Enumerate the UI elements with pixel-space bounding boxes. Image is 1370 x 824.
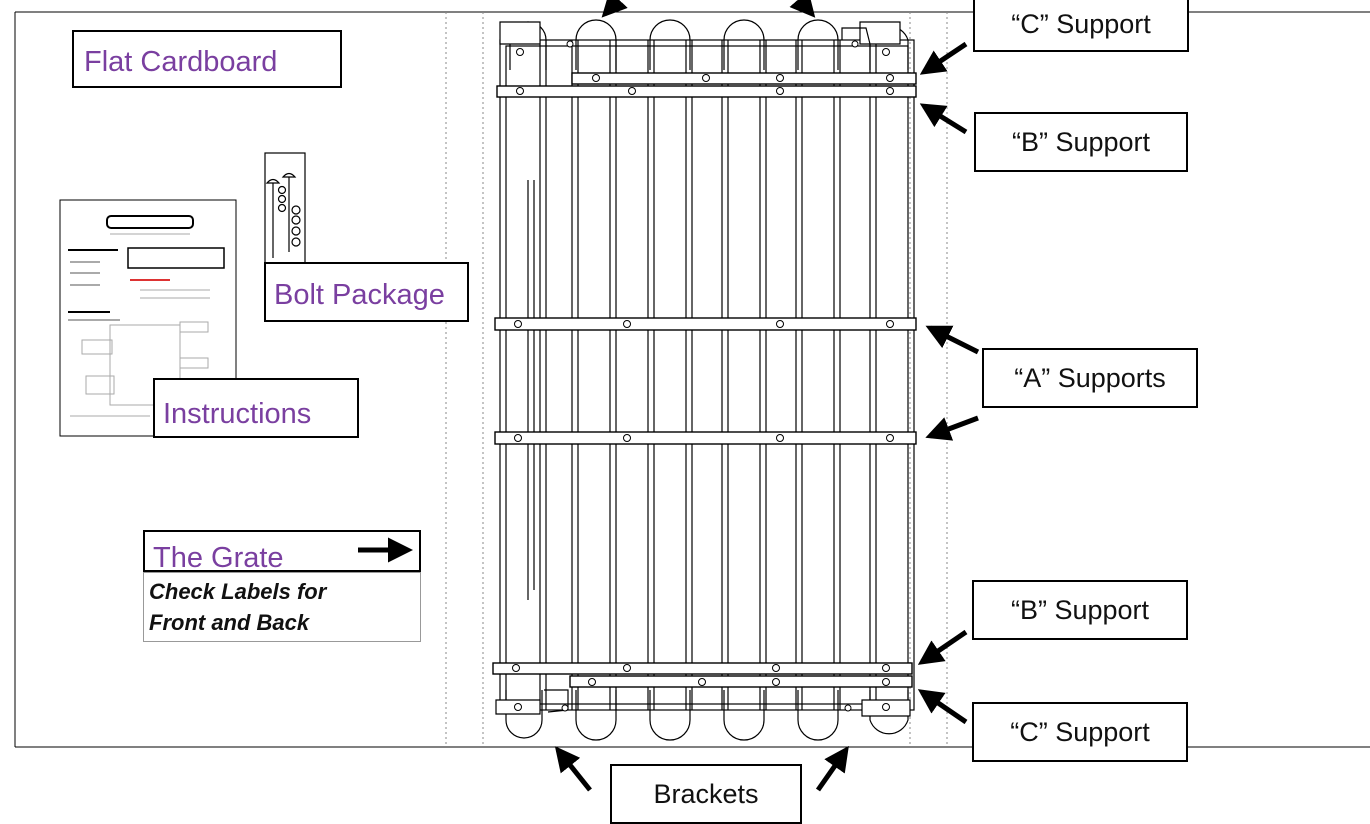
c-support-bottom-label: “C” Support (972, 702, 1188, 762)
instructions-label-box: Instructions (153, 378, 359, 438)
a-support-2 (494, 431, 917, 445)
a-supports-label: “A” Supports (982, 348, 1198, 408)
b-support-top-label: “B” Support (974, 112, 1188, 172)
grate (492, 19, 917, 741)
bolts (512, 40, 894, 712)
flat-cardboard-label-box: Flat Cardboard (72, 30, 342, 88)
bolt-package-drawing (264, 152, 306, 264)
c-support-top (571, 72, 917, 85)
arrow-brackets-right (815, 745, 849, 792)
b-support-bottom-text: “B” Support (1010, 594, 1150, 625)
the-grate-label: The Grate (153, 542, 284, 574)
brackets (495, 21, 911, 717)
arrow-top-right (789, 0, 816, 18)
arrow-a-support-2 (925, 415, 979, 441)
arrow-a-support-1 (925, 325, 980, 355)
b-support-bottom (492, 662, 913, 675)
a-supports-text: “A” Supports (1014, 362, 1166, 393)
bolt-package-label: Bolt Package (274, 279, 445, 311)
grate-note-line1: Check Labels for (149, 579, 327, 604)
grate-note-line2: Front and Back (149, 610, 310, 635)
cardboard-fold-lines (445, 12, 948, 747)
arrow-b-support-top (919, 103, 968, 135)
c-support-bottom (569, 675, 913, 688)
arrow-c-support-top (919, 41, 968, 75)
c-support-top-label: “C” Support (973, 0, 1189, 52)
brackets-text: Brackets (653, 778, 759, 809)
brackets-label: Brackets (610, 764, 802, 824)
bolt-package-label-box: Bolt Package (264, 262, 469, 322)
c-support-top-text: “C” Support (1011, 8, 1151, 39)
the-grate-label-box: The Grate (143, 530, 421, 574)
grate-loops-bottom (505, 690, 909, 741)
arrows (358, 0, 980, 792)
arrow-top-left (601, 0, 628, 18)
instructions-label: Instructions (163, 398, 312, 430)
a-support-1 (494, 317, 917, 331)
arrow-c-support-bottom (917, 689, 968, 725)
b-support-bottom-label: “B” Support (972, 580, 1188, 640)
b-support-top-text: “B” Support (1011, 126, 1151, 157)
arrow-b-support-bottom (917, 629, 968, 665)
supports (492, 72, 917, 688)
grate-note-box: Check Labels for Front and Back (143, 572, 421, 642)
b-support-top (496, 85, 917, 98)
arrow-brackets-left (554, 746, 592, 792)
c-support-bottom-text: “C” Support (1010, 716, 1150, 747)
grate-bars (527, 40, 877, 710)
flat-cardboard-label: Flat Cardboard (84, 46, 278, 78)
